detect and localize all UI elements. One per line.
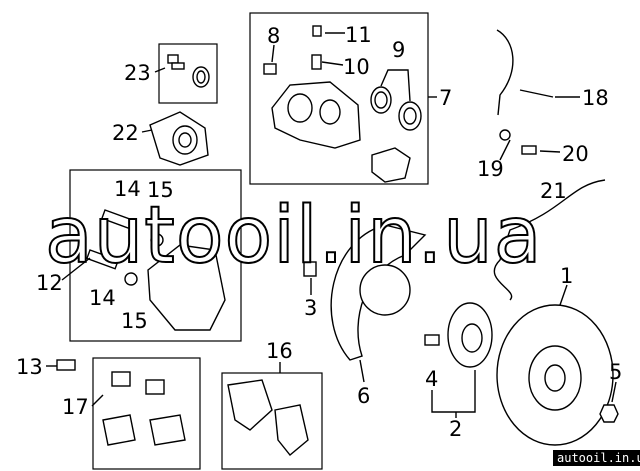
- nut-5: [599, 404, 619, 423]
- callout-14a: 14: [114, 177, 141, 201]
- sensor-wire-21: [493, 179, 606, 301]
- bolt-20: [521, 145, 537, 155]
- caliper-7: [263, 25, 422, 183]
- hub-2: [424, 302, 493, 368]
- callout-20: 20: [562, 142, 589, 166]
- washer-19: [499, 129, 511, 141]
- shield-hub: [359, 264, 411, 316]
- callout-10: 10: [343, 55, 370, 79]
- clips-17: [102, 371, 186, 446]
- callout-21: 21: [540, 179, 567, 203]
- box-16: [221, 372, 323, 470]
- callout-8: 8: [267, 24, 280, 48]
- callout-11: 11: [345, 23, 372, 47]
- box-17: [92, 357, 201, 470]
- callout-4: 4: [425, 367, 438, 391]
- callout-6: 6: [357, 384, 370, 408]
- box-caliper: [249, 12, 429, 185]
- callout-7: 7: [439, 86, 452, 110]
- box-bracket: [69, 169, 242, 342]
- callout-12: 12: [36, 271, 63, 295]
- callout-13: 13: [16, 355, 43, 379]
- callout-23: 23: [124, 61, 151, 85]
- callout-2: 2: [449, 417, 462, 441]
- callout-3: 3: [304, 296, 317, 320]
- callout-16: 16: [266, 339, 293, 363]
- bolt-23: [167, 54, 210, 88]
- callout-19: 19: [477, 157, 504, 181]
- callout-22: 22: [112, 121, 139, 145]
- callout-15a: 15: [147, 178, 174, 202]
- part-22: [149, 111, 209, 166]
- hose-fitting: [519, 89, 554, 98]
- callout-18: 18: [582, 86, 609, 110]
- callout-5: 5: [609, 360, 622, 384]
- callout-17: 17: [62, 395, 89, 419]
- rotor-1: [496, 304, 614, 446]
- box-23: [158, 43, 218, 104]
- bracket-12: [86, 209, 226, 331]
- callout-15b: 15: [121, 309, 148, 333]
- leader-lines: [46, 32, 617, 418]
- watermark: autooil.in.ua: [45, 191, 543, 281]
- callout-1: 1: [560, 264, 573, 288]
- callout-9: 9: [392, 38, 405, 62]
- bolt-3: [303, 261, 317, 277]
- hose-18: [496, 29, 514, 116]
- bolt-13: [56, 359, 76, 371]
- pads-16: [227, 379, 309, 456]
- site-label: autooil.in.ua: [553, 450, 640, 466]
- callout-14b: 14: [89, 286, 116, 310]
